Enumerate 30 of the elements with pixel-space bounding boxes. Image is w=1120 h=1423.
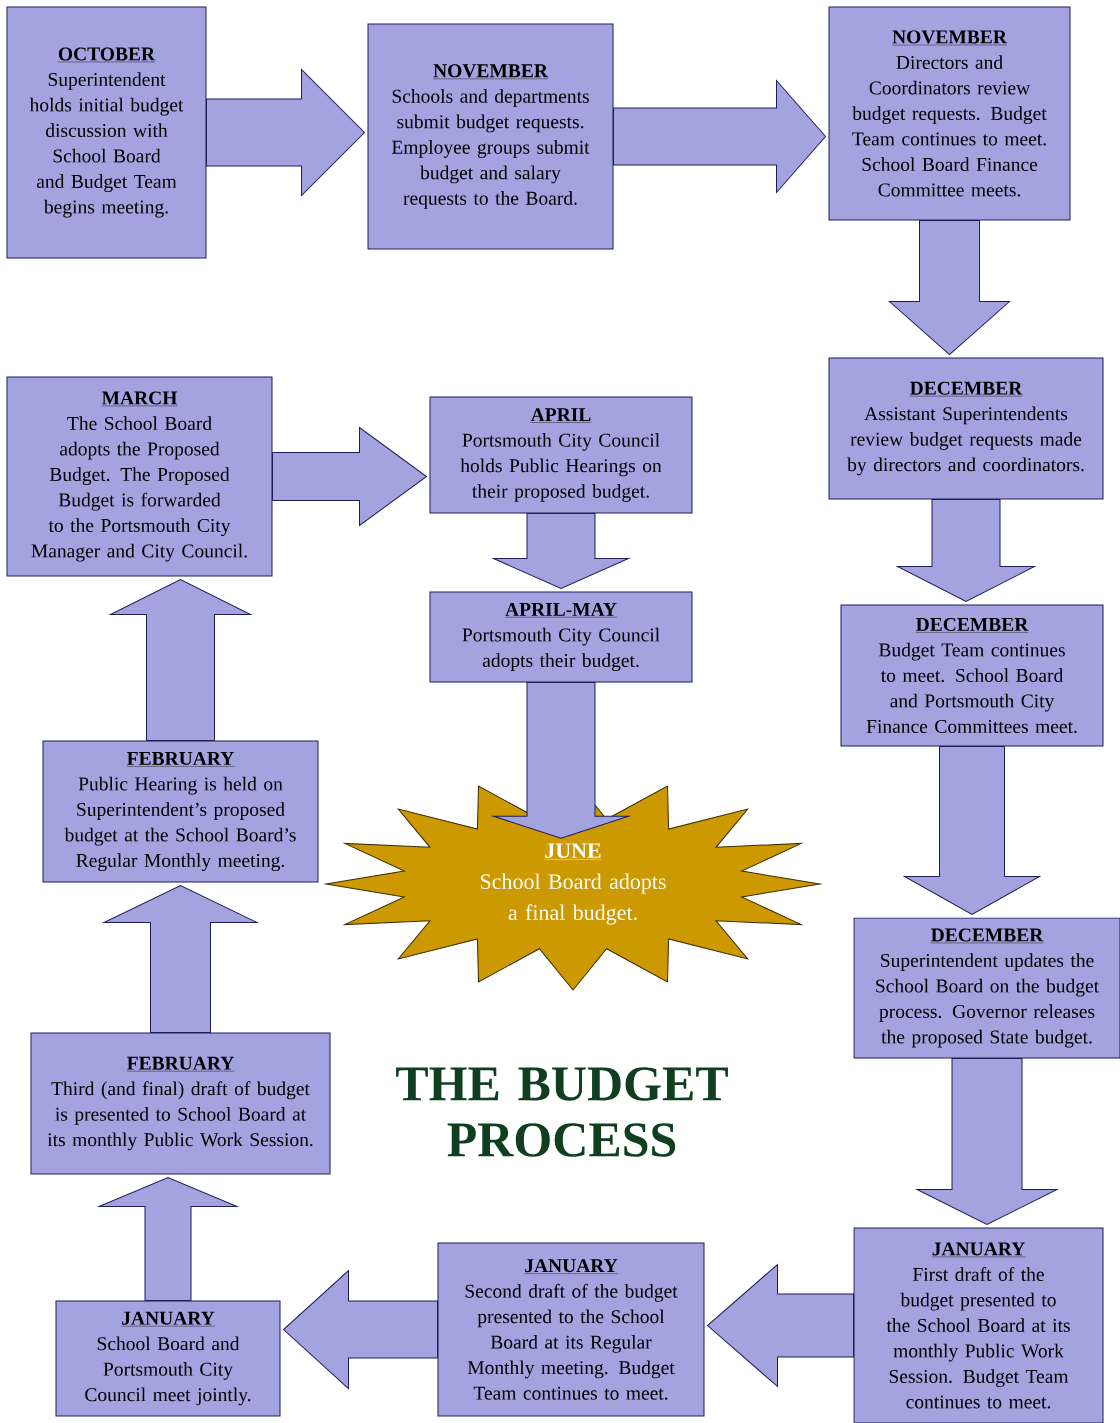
block-arrow [272, 427, 427, 526]
title: THE BUDGET PROCESS [396, 1067, 728, 1157]
block-arrow [904, 746, 1040, 915]
process-box: FEBRUARY Third (and final) draft of budget is presented to School Board at its monthly Public Work Session. [30, 1032, 331, 1175]
process-box: DECEMBER Budget Team continues to meet. School Board and Portsmouth City Finance Committees meet. [840, 604, 1104, 747]
process-box: JANUARY School Board and Portsmouth City Council meet jointly. [55, 1300, 281, 1417]
starburst: JUNE School Board adopts a final budget. [325, 777, 821, 991]
process-box: APRIL Portsmouth City Council holds Public Hearings on their proposed budget. [429, 396, 693, 514]
block-arrow [110, 579, 251, 741]
block-arrow [897, 499, 1035, 602]
block-arrow [206, 69, 365, 196]
process-box: DECEMBER Superintendent updates the School Board on the budget process. Governor releases the proposed State budget. [853, 917, 1120, 1059]
process-box: MARCH The School Board adopts the Proposed Budget. The Proposed Budget is forwarded to the Portsmouth City Manager and City Council. [6, 376, 273, 577]
block-arrow [613, 80, 826, 193]
block-arrow [707, 1264, 854, 1387]
block-arrow [283, 1270, 438, 1389]
block-arrow [493, 682, 629, 839]
block-arrow [98, 1177, 238, 1301]
block-arrow [916, 1058, 1058, 1225]
process-box: JANUARY First draft of the budget presented to the School Board at its monthly Public Work Session. Budget Team continues to meet. [853, 1227, 1104, 1423]
block-arrow [493, 513, 629, 589]
block-arrow [889, 220, 1010, 355]
block-arrow [103, 885, 258, 1033]
process-box: JANUARY Second draft of the budget presented to the School Board at its Regular Monthly meeting. Budget Team continues to meet. [437, 1242, 705, 1417]
process-box: FEBRUARY Public Hearing is held on Superintendent’s proposed budget at the School Board’s Regular Monthly meeting. [42, 740, 319, 883]
process-box: NOVEMBER Schools and departments submit budget requests. Employee groups submit budget and salary requests to the Board. [367, 23, 614, 250]
process-box: NOVEMBER Directors and Coordinators review budget requests. Budget Team continues to meet. School Board Finance Committee meets. [828, 6, 1071, 221]
process-box: APRIL-MAY Portsmouth City Council adopts their budget. [429, 591, 693, 683]
process-box: OCTOBER Superintendent holds initial budget discussion with School Board and Budget Team begins meeting. [6, 6, 207, 259]
process-box: DECEMBER Assistant Superintendents review budget requests made by directors and coordinators. [828, 357, 1104, 500]
